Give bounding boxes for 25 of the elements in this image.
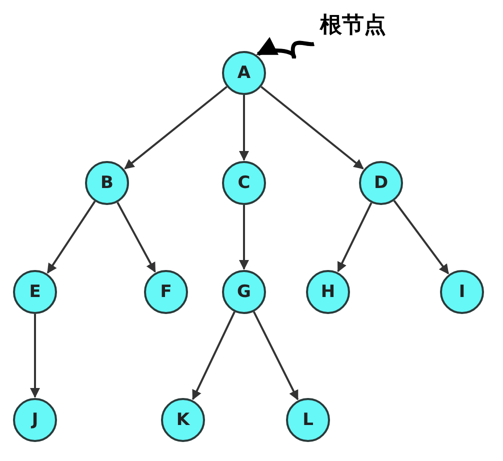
leader-arrow	[256, 38, 314, 60]
tree-node: L	[286, 398, 330, 442]
arrow	[116, 202, 156, 273]
tree-node: H	[306, 270, 350, 314]
tree-node: G	[222, 270, 266, 314]
tree-node: J	[13, 398, 57, 442]
arrow	[393, 200, 450, 274]
arrow	[192, 311, 236, 400]
arrow	[239, 95, 249, 161]
tree-node: I	[440, 270, 484, 314]
arrow	[260, 86, 364, 170]
arrow	[46, 200, 96, 274]
arrow	[252, 311, 299, 400]
tree-node: A	[222, 51, 266, 95]
tree-node: K	[161, 398, 205, 442]
arrow	[124, 86, 228, 170]
root-label: 根节点	[320, 10, 386, 40]
arrow	[239, 205, 249, 270]
tree-node: E	[13, 270, 57, 314]
arrow	[30, 314, 40, 398]
tree-node: B	[85, 161, 129, 205]
tree-node: D	[359, 161, 403, 205]
tree-node: C	[222, 161, 266, 205]
tree-node: F	[144, 270, 188, 314]
arrow	[337, 202, 372, 272]
